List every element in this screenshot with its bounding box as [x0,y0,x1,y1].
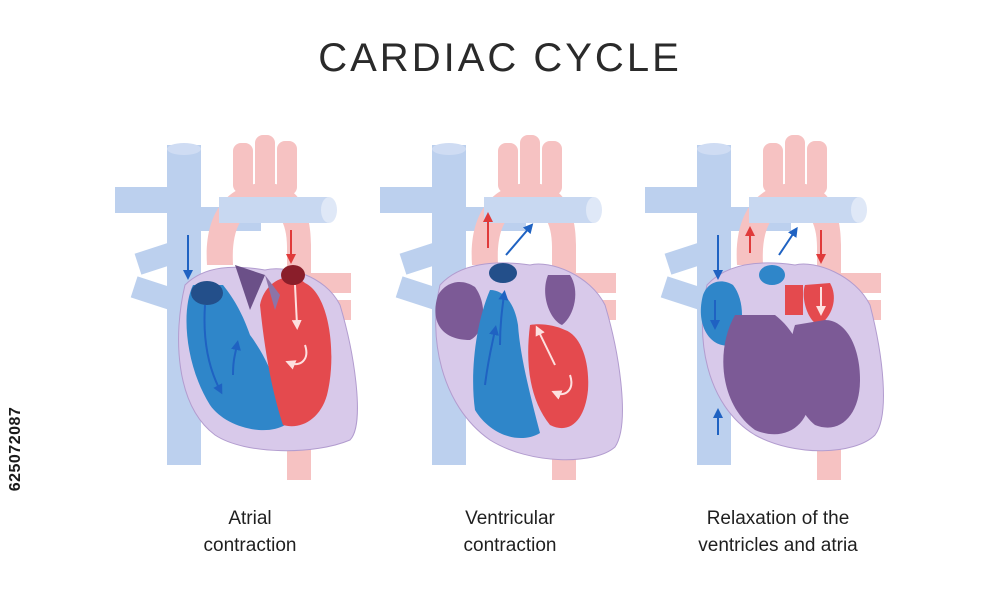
caption-line-1: Ventricular [465,508,555,529]
heart-relaxation-illustration [645,135,884,480]
caption-relaxation: Relaxation of the ventricles and atria [633,505,923,559]
diagram-title: CARDIAC CYCLE [318,36,682,80]
panel-atrial-contraction [115,135,385,495]
panel-ventricular-contraction [380,135,650,495]
stock-id-label: 625072087 [6,360,26,540]
caption-line-2: contraction [463,535,557,556]
heart-ventricular-contraction-illustration [380,135,623,480]
pulmonary-vessel [219,197,329,223]
caption-line-1: Relaxation of the [706,508,850,529]
caption-ventricular-contraction: Ventricular contraction [365,505,655,559]
caption-line-1: Atrial [228,508,272,529]
panel-relaxation [645,135,915,495]
caption-atrial-contraction: Atrial contraction [105,505,395,559]
caption-line-2: ventricles and atria [698,535,858,556]
caption-line-2: contraction [203,535,297,556]
heart-atrial-contraction-illustration [115,135,358,480]
stock-id-text: 625072087 [7,406,24,492]
